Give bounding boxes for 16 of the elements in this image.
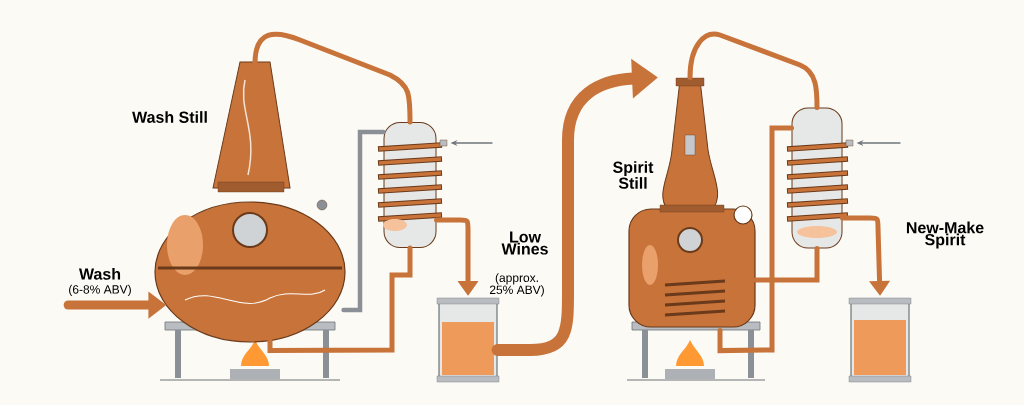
receiver-drawing bbox=[436, 297, 500, 383]
label: New-Make Spirit bbox=[906, 221, 984, 249]
condenser-drawing bbox=[377, 122, 448, 248]
pipe bbox=[753, 246, 820, 283]
label: Low Wines bbox=[501, 231, 548, 255]
pipe bbox=[341, 129, 386, 313]
condenser-drawing bbox=[786, 107, 854, 249]
receiver-drawing bbox=[848, 297, 912, 383]
pipe bbox=[267, 245, 413, 354]
label: (approx. 25% ABV) bbox=[489, 273, 544, 297]
label: Wash bbox=[79, 267, 121, 280]
pipe bbox=[717, 125, 794, 354]
label: (6-8% ABV) bbox=[69, 284, 131, 297]
label: Spirit Still bbox=[613, 161, 654, 189]
label: Wash Still bbox=[132, 111, 207, 123]
pipe bbox=[687, 31, 820, 110]
